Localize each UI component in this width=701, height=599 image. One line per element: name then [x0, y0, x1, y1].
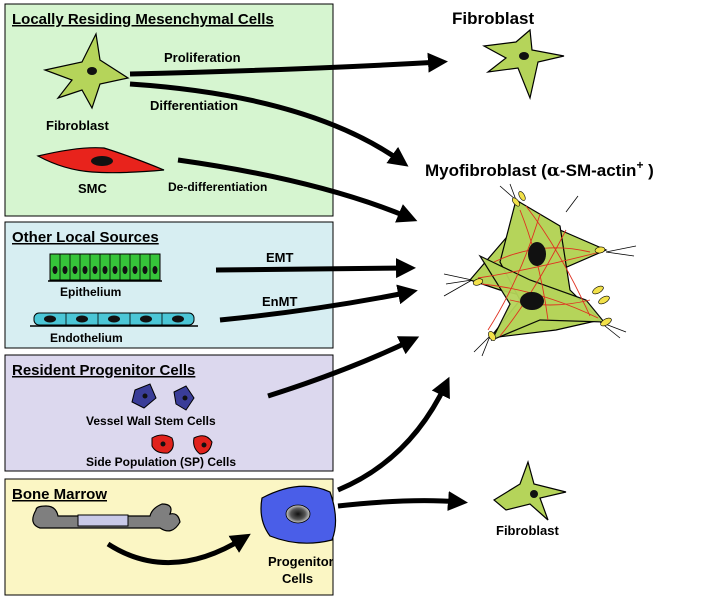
panel-bone-marrow-title: Bone Marrow	[12, 486, 107, 503]
proliferation-label: Proliferation	[164, 50, 241, 65]
myofibroblast-sup: +	[636, 158, 643, 172]
panel-other-local: Other Local Sources Epithelium	[4, 221, 334, 349]
arrow-progenitor-to-fibroblast	[337, 491, 468, 512]
progenitor-cell-icon	[260, 485, 337, 544]
epithelium-label: Epithelium	[60, 285, 121, 299]
differentiation-label: Differentiation	[150, 98, 238, 113]
fibroblast-top-label: Fibroblast	[452, 9, 535, 28]
vessel-wall-label: Vessel Wall Stem Cells	[86, 414, 216, 428]
myofibroblast-cell-icon	[443, 183, 637, 357]
panel-progenitor: Resident Progenitor Cells Vessel Wall St…	[4, 354, 334, 472]
dedifferentiation-label: De-differentiation	[168, 180, 267, 194]
arrow-enmt	[219, 284, 418, 323]
panel-progenitor-title: Resident Progenitor Cells	[12, 362, 195, 379]
arrow-dedifferentiation	[177, 157, 418, 223]
side-population-label: Side Population (SP) Cells	[86, 455, 236, 469]
fibroblast-cell-icon	[42, 32, 130, 110]
panel-mesenchymal-title: Locally Residing Mesenchymal Cells	[12, 11, 274, 28]
arrow-progenitor-to-myo	[337, 376, 450, 493]
progenitor-label-line1: Progenitor	[268, 554, 334, 569]
enmt-label: EnMT	[262, 294, 297, 309]
myofibroblast-rest: -SM-actin	[560, 161, 637, 180]
fibroblast-bottom-cell-icon	[492, 460, 567, 521]
bone-icon	[32, 503, 181, 532]
fibroblast-label: Fibroblast	[46, 118, 110, 133]
myofibroblast-alpha: α	[547, 161, 560, 181]
panel-other-local-title: Other Local Sources	[12, 229, 159, 246]
progenitor-label-line2: Cells	[282, 571, 313, 586]
arrow-emt	[215, 258, 416, 279]
panel-mesenchymal: Locally Residing Mesenchymal Cells Fibro…	[4, 3, 334, 217]
myofibroblast-label: Myofibroblast (α-SM-actin+ )	[425, 158, 654, 181]
epithelium-icon	[48, 253, 162, 282]
endothelium-icon	[30, 312, 198, 327]
side-population-cell-icon	[151, 434, 213, 455]
smc-cell-icon	[36, 147, 165, 174]
fibroblast-bottom-label: Fibroblast	[496, 523, 560, 538]
arrow-bone-marrow-to-progenitor	[106, 533, 251, 566]
arrow-differentiation	[129, 81, 409, 167]
myofibroblast-close: )	[643, 161, 653, 180]
vessel-wall-stem-cell-icon	[131, 383, 195, 411]
emt-label: EMT	[266, 250, 294, 265]
arrows	[106, 52, 468, 566]
myofibroblast-main: Myofibroblast (	[425, 161, 547, 180]
endothelium-label: Endothelium	[50, 331, 123, 345]
arrow-proliferation	[129, 52, 448, 77]
arrow-progenitor	[267, 336, 420, 399]
smc-label: SMC	[78, 181, 108, 196]
fibroblast-top-cell-icon	[482, 28, 565, 101]
